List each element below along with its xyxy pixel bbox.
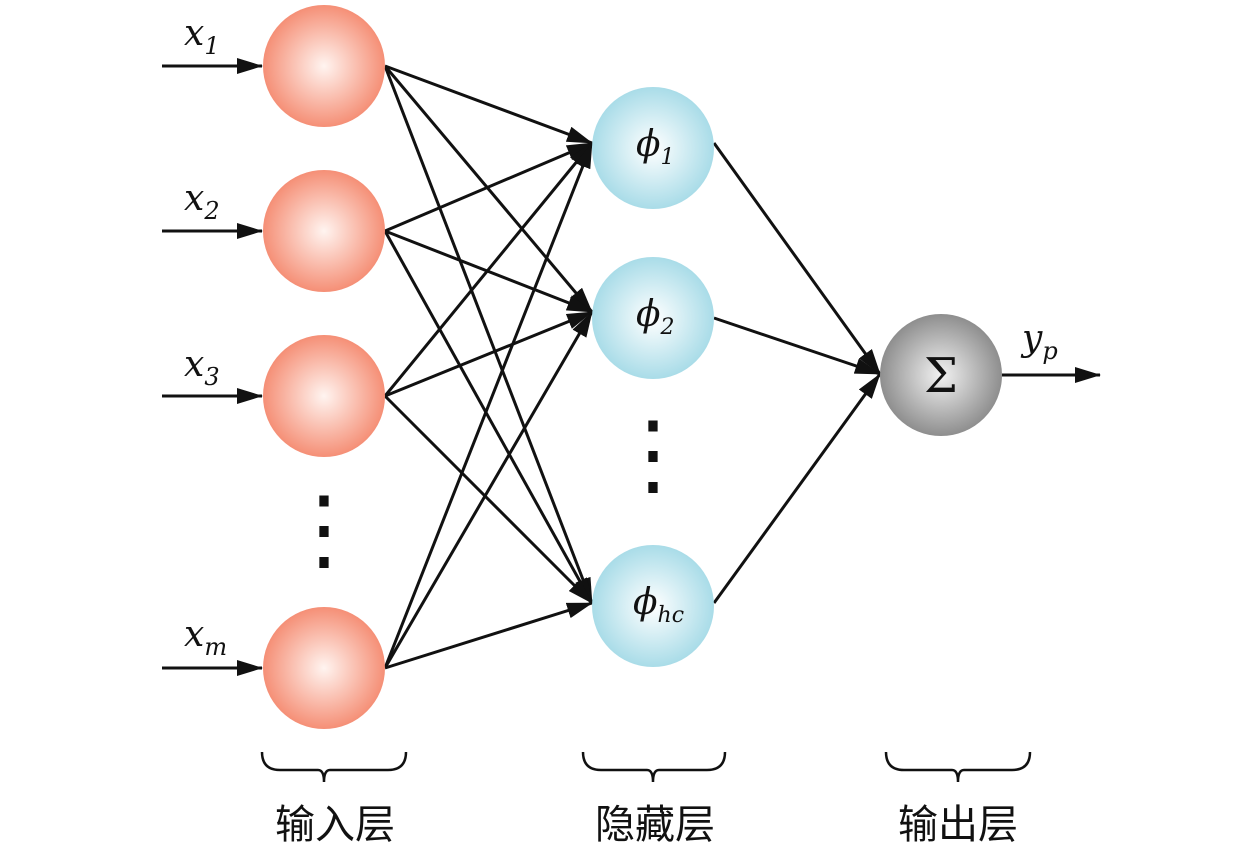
edge-x1-phi2 — [383, 65, 594, 313]
input-label-x2: x2 — [184, 178, 220, 225]
hidden-ellipsis: ⋮ — [608, 402, 698, 507]
input-label-x3: x3 — [184, 344, 220, 391]
hidden-node-phi2 — [592, 257, 714, 379]
edge-x3-phihc — [383, 394, 594, 605]
input-hidden-edges — [383, 64, 594, 670]
edge-xm-phi1 — [383, 142, 594, 669]
input-label-xm: xm — [184, 614, 227, 661]
edge-phi2-sum — [713, 316, 881, 376]
output-node-sum — [880, 314, 1002, 436]
edge-x1-phi1 — [384, 64, 593, 145]
edge-phi1-sum — [712, 142, 882, 375]
hidden-layer-label: 隐藏层 — [595, 802, 715, 848]
hidden-output-edges — [712, 142, 882, 604]
output-sum-symbol: Σ — [924, 348, 958, 404]
output-layer-label: 输出层 — [898, 802, 1018, 848]
input-ellipsis: ⋮ — [279, 477, 369, 582]
hidden-layer-nodes — [592, 87, 714, 667]
output-label-yp: yp — [1020, 318, 1058, 365]
edge-phihc-sum — [712, 373, 882, 604]
input-layer-label: 输入层 — [275, 802, 395, 848]
input-node-x1 — [263, 5, 385, 127]
hidden-label-phi1: ϕ1 — [636, 124, 675, 170]
hidden-label-phi2: ϕ2 — [636, 294, 675, 340]
edge-xm-phihc — [384, 601, 593, 670]
edge-xm-phi2 — [383, 311, 594, 669]
hidden-label-phihc: ϕhc — [633, 582, 684, 628]
input-label-x1: x1 — [184, 13, 220, 60]
output-layer-brace — [884, 751, 1032, 783]
hidden-layer-brace — [581, 751, 727, 783]
edge-x2-phihc — [383, 230, 594, 604]
input-arrows — [162, 58, 263, 676]
hidden-node-phi1 — [592, 87, 714, 209]
input-node-x2 — [263, 170, 385, 292]
edge-x2-phi1 — [384, 141, 593, 233]
edge-x3-phi1 — [383, 142, 594, 397]
input-layer-brace — [260, 751, 408, 783]
input-node-x3 — [263, 335, 385, 457]
hidden-node-phihc — [592, 545, 714, 667]
input-layer-nodes — [263, 5, 385, 729]
edge-x3-phi2 — [384, 310, 593, 398]
input-node-xm — [263, 607, 385, 729]
edge-x1-phihc — [383, 65, 594, 604]
